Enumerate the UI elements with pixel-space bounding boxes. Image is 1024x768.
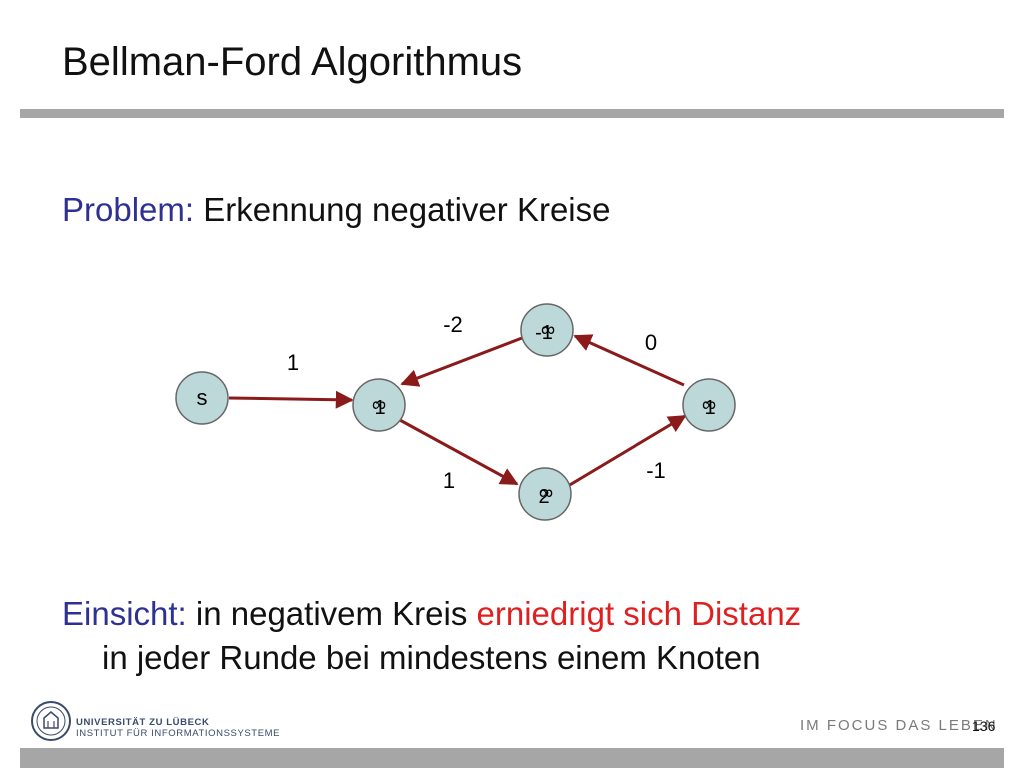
university-line-2: INSTITUT FÜR INFORMATIONSSYSTEME xyxy=(76,728,281,739)
university-name: UNIVERSITÄT ZU LÜBECK INSTITUT FÜR INFOR… xyxy=(76,717,280,739)
node-right: ∞ 1 xyxy=(682,378,736,432)
node-bottom-value-b: 2 xyxy=(538,486,549,508)
slide-title: Bellman-Ford Algorithmus xyxy=(62,40,523,84)
page-number: 136 xyxy=(972,718,996,734)
insight-text-1: in negativem Kreis xyxy=(195,595,468,632)
insight-statement: Einsicht: in negativem Kreis erniedrigt … xyxy=(62,592,1002,680)
footer-slogan: IM FOCUS DAS LEBEN xyxy=(800,717,998,734)
edge-left-bottom xyxy=(397,417,519,486)
edge-label-right-top: 0 xyxy=(645,330,657,355)
problem-text: Erkennung negativer Kreise xyxy=(203,191,611,228)
node-top-value-a: ∞ xyxy=(541,319,555,341)
university-line-1: UNIVERSITÄT ZU LÜBECK xyxy=(76,717,210,728)
problem-label: Problem: xyxy=(62,191,195,228)
insight-text-2: in jeder Runde bei mindestens einem Knot… xyxy=(102,639,761,676)
edge-top-left xyxy=(400,336,523,387)
insight-highlight: erniedrigt sich Distanz xyxy=(476,595,802,632)
node-top-value-b: -1 xyxy=(535,322,553,344)
node-left: ∞ 1 xyxy=(352,378,406,432)
node-top: ∞ -1 xyxy=(520,303,574,357)
footer-bar xyxy=(20,748,1004,768)
title-divider xyxy=(20,109,1004,118)
node-bottom: ∞ 2 xyxy=(518,467,572,521)
node-s: s xyxy=(175,371,229,425)
university-seal-icon xyxy=(31,701,71,741)
insight-label: Einsicht: xyxy=(62,595,187,632)
node-left-value-a: ∞ xyxy=(372,394,386,416)
edge-label-s-left: 1 xyxy=(287,350,299,375)
edge-right-top xyxy=(573,334,685,387)
edge-bottom-right xyxy=(567,414,687,488)
node-bottom-value-a: ∞ xyxy=(539,482,553,504)
edge-label-bottom-right: -1 xyxy=(646,458,666,483)
edge-label-top-left: -2 xyxy=(443,312,463,337)
node-left-value-b: 1 xyxy=(374,397,385,419)
node-right-value-a: ∞ xyxy=(702,394,716,416)
problem-statement: Problem: Erkennung negativer Kreise xyxy=(62,191,610,229)
edge-s-left xyxy=(228,390,354,409)
node-s-label: s xyxy=(197,385,208,410)
edge-label-left-bottom: 1 xyxy=(443,468,455,493)
node-right-value-b: 1 xyxy=(704,397,715,419)
